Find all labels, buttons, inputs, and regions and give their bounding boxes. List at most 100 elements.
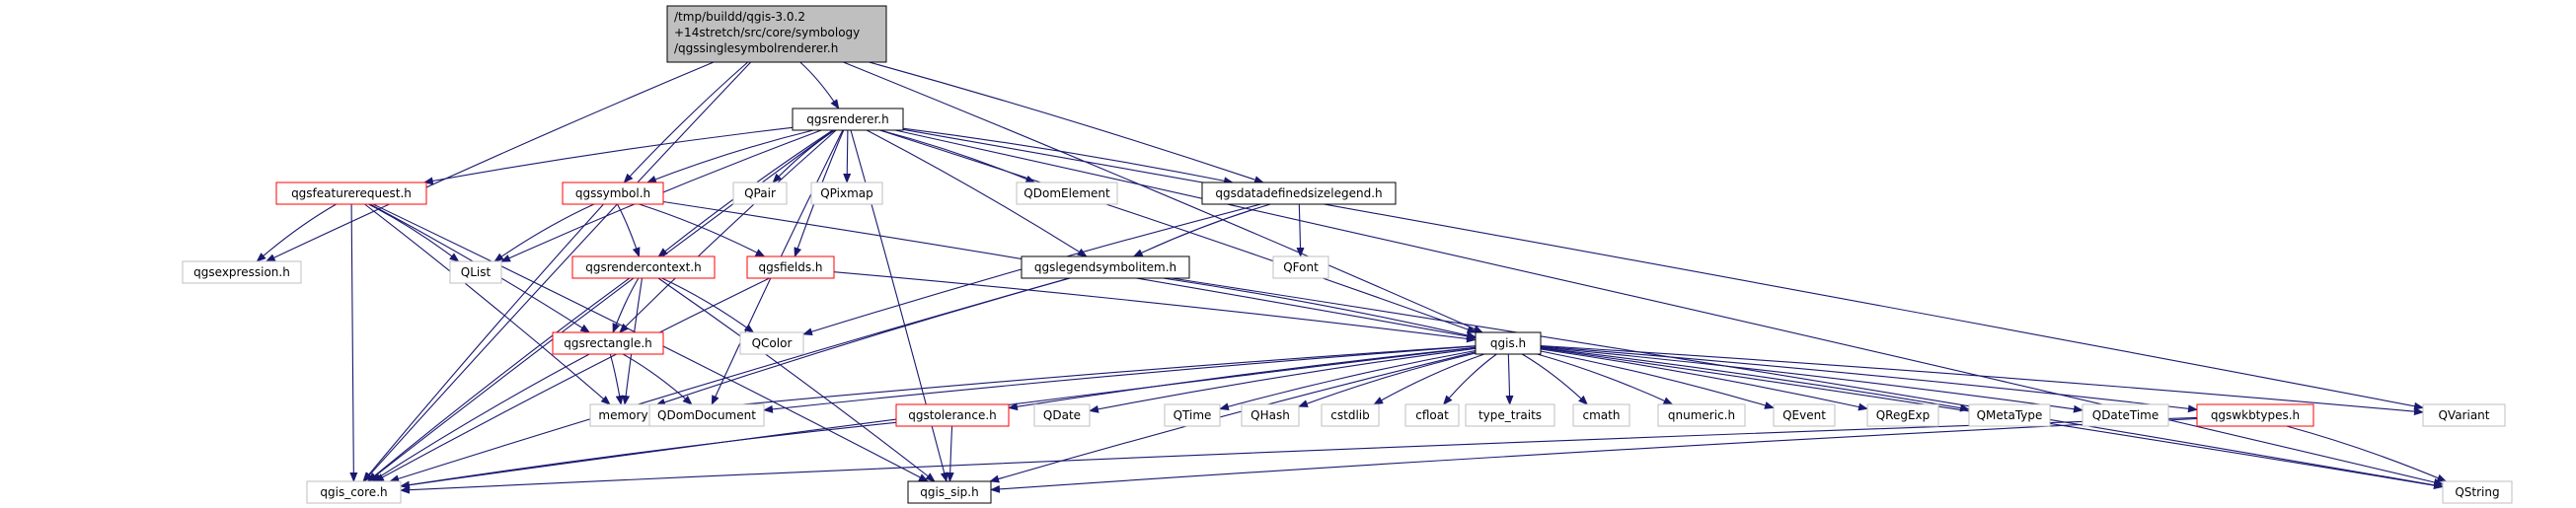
node-box	[1201, 181, 1397, 205]
node-qcolor[interactable]: QColor	[739, 331, 804, 355]
edge-qgsrenderer-to-qgsdatadefinedsizelegend	[902, 127, 1234, 185]
node-label: qgstolerance.h	[908, 408, 997, 422]
node-label: qgsdatadefinedsizelegend.h	[1215, 186, 1382, 200]
node-box	[1021, 255, 1190, 279]
node-box	[552, 331, 664, 355]
node-memory[interactable]: memory	[589, 403, 657, 427]
edge-qgsfields-to-qgis_core	[373, 277, 770, 482]
edge-qgslegendsymbolitem-to-qgis	[1163, 277, 1477, 339]
node-qgsrectangle[interactable]: qgsrectangle.h	[552, 331, 664, 355]
node-qgis-sip[interactable]: qgis_sip.h	[907, 480, 992, 504]
edge-qgstolerance-to-qgis_sip	[946, 425, 954, 482]
dependency-edges	[256, 61, 2448, 494]
edge-qgsrenderer-to-qgis_core	[367, 129, 834, 482]
edge-qgsrenderer-to-qgssymbol	[645, 129, 814, 183]
node-qgsdatadefinedsizelegend[interactable]: qgsdatadefinedsizelegend.h	[1201, 181, 1397, 205]
node-label: memory	[598, 408, 647, 422]
node-box	[1657, 403, 1746, 427]
node-box	[275, 181, 427, 205]
node-qmetatype[interactable]: QMetaType	[1968, 403, 2051, 427]
node-qgssymbol[interactable]: qgssymbol.h	[562, 181, 664, 205]
node-label: QRegExp	[1876, 408, 1931, 422]
node-qvariant[interactable]: QVariant	[2422, 403, 2506, 427]
node-box	[306, 480, 402, 504]
node-box	[1272, 255, 1329, 279]
node-qgis-core[interactable]: qgis_core.h	[306, 480, 402, 504]
edge-qgsrenderer-to-qgsrectangle	[619, 129, 837, 333]
node-qdatetime[interactable]: QDateTime	[2082, 403, 2169, 427]
node-box	[648, 403, 765, 427]
node-box	[2442, 480, 2513, 504]
node-qdate[interactable]: QDate	[1033, 403, 1091, 427]
edge-qgis-to-qhash	[1298, 352, 1477, 407]
edge-root-to-qgis_core	[362, 61, 752, 482]
edge-qgslegendsymbolitem-to-qstring	[1172, 277, 2444, 489]
node-box	[1475, 331, 1542, 355]
node-label: qgsrenderer.h	[806, 112, 888, 126]
node-qdomdocument[interactable]: QDomDocument	[648, 403, 765, 427]
node-qgswkbtypes[interactable]: qgswkbtypes.h	[2196, 403, 2314, 427]
node-label: QMetaType	[1977, 408, 2043, 422]
node-box	[739, 331, 804, 355]
edge-qgsrendercontext-to-qgis_sip	[657, 277, 936, 482]
node-label: cmath	[1583, 408, 1621, 422]
node-label: qgsexpression.h	[193, 265, 290, 279]
node-qgstolerance[interactable]: qgstolerance.h	[895, 403, 1010, 427]
edge-qgssymbol-to-qlist	[493, 203, 595, 262]
node-label: cfloat	[1415, 408, 1449, 422]
node-type-traits[interactable]: type_traits	[1465, 403, 1555, 427]
edge-qgsrenderer-to-qpixmap	[843, 129, 852, 183]
node-cstdlib[interactable]: cstdlib	[1321, 403, 1380, 427]
node-qevent[interactable]: QEvent	[1773, 403, 1836, 427]
node-label: QDomDocument	[657, 408, 756, 422]
node-qdomelement[interactable]: QDomElement	[1016, 181, 1118, 205]
node-qstring[interactable]: QString	[2442, 480, 2513, 504]
edge-qgssymbol-to-qgsrendercontext	[617, 203, 641, 257]
root-path-line-1: /tmp/buildd/qgis-3.0.2	[674, 10, 805, 24]
node-label: QDateTime	[2092, 408, 2159, 422]
root-file-node[interactable]: /tmp/buildd/qgis-3.0.2 +14stretch/src/co…	[666, 5, 887, 63]
node-qfont[interactable]: QFont	[1272, 255, 1329, 279]
edge-qgsrenderer-to-qgslegendsymbolitem	[866, 129, 1088, 257]
node-label: qnumeric.h	[1668, 408, 1735, 422]
node-box	[1773, 403, 1836, 427]
edge-qgsrenderer-to-qgis	[879, 129, 1477, 333]
node-label: QHash	[1250, 408, 1290, 422]
node-qhash[interactable]: QHash	[1241, 403, 1300, 427]
node-qgis[interactable]: qgis.h	[1475, 331, 1542, 355]
node-qgsfields[interactable]: qgsfields.h	[746, 255, 835, 279]
edge-qgis-to-qvariant	[1540, 344, 2424, 416]
node-box	[895, 403, 1010, 427]
edge-qgsfeaturerequest-to-memory	[364, 203, 611, 405]
node-qgslegendsymbolitem[interactable]: qgslegendsymbolitem.h	[1021, 255, 1190, 279]
node-qlist[interactable]: QList	[449, 260, 502, 284]
edge-qgsrectangle-to-memory	[609, 353, 624, 405]
node-cfloat[interactable]: cfloat	[1404, 403, 1460, 427]
node-qgsfeaturerequest[interactable]: qgsfeaturerequest.h	[275, 181, 427, 205]
node-box	[732, 181, 788, 205]
edge-root-to-qgsrenderer	[799, 61, 840, 109]
node-box	[2082, 403, 2169, 427]
node-label: qgslegendsymbolitem.h	[1034, 260, 1176, 274]
node-label: QString	[2455, 485, 2499, 499]
edge-qgis-to-qgstolerance	[1008, 346, 1477, 411]
node-box	[1321, 403, 1380, 427]
edge-qgsrenderer-to-qstring	[894, 129, 2444, 486]
node-qgsrendercontext[interactable]: qgsrendercontext.h	[571, 255, 716, 279]
node-label: QDate	[1043, 408, 1081, 422]
node-box	[571, 255, 716, 279]
node-qgsexpression[interactable]: qgsexpression.h	[182, 260, 302, 284]
node-qregexp[interactable]: QRegExp	[1866, 403, 1939, 427]
edge-qgis-to-memory	[655, 345, 1477, 416]
node-qnumeric[interactable]: qnumeric.h	[1657, 403, 1746, 427]
node-cmath[interactable]: cmath	[1572, 403, 1630, 427]
node-qtime[interactable]: QTime	[1164, 403, 1221, 427]
node-qpair[interactable]: QPair	[732, 181, 788, 205]
edge-qgsrectangle-to-qdomdocument	[622, 353, 693, 405]
edge-qgis-to-qdomdocument	[763, 345, 1477, 413]
node-box	[1016, 181, 1118, 205]
edge-qgstolerance-to-qgis_core	[400, 421, 897, 489]
node-label: QDomElement	[1023, 186, 1110, 200]
node-qpixmap[interactable]: QPixmap	[810, 181, 883, 205]
node-qgsrenderer[interactable]: qgsrenderer.h	[792, 108, 904, 131]
